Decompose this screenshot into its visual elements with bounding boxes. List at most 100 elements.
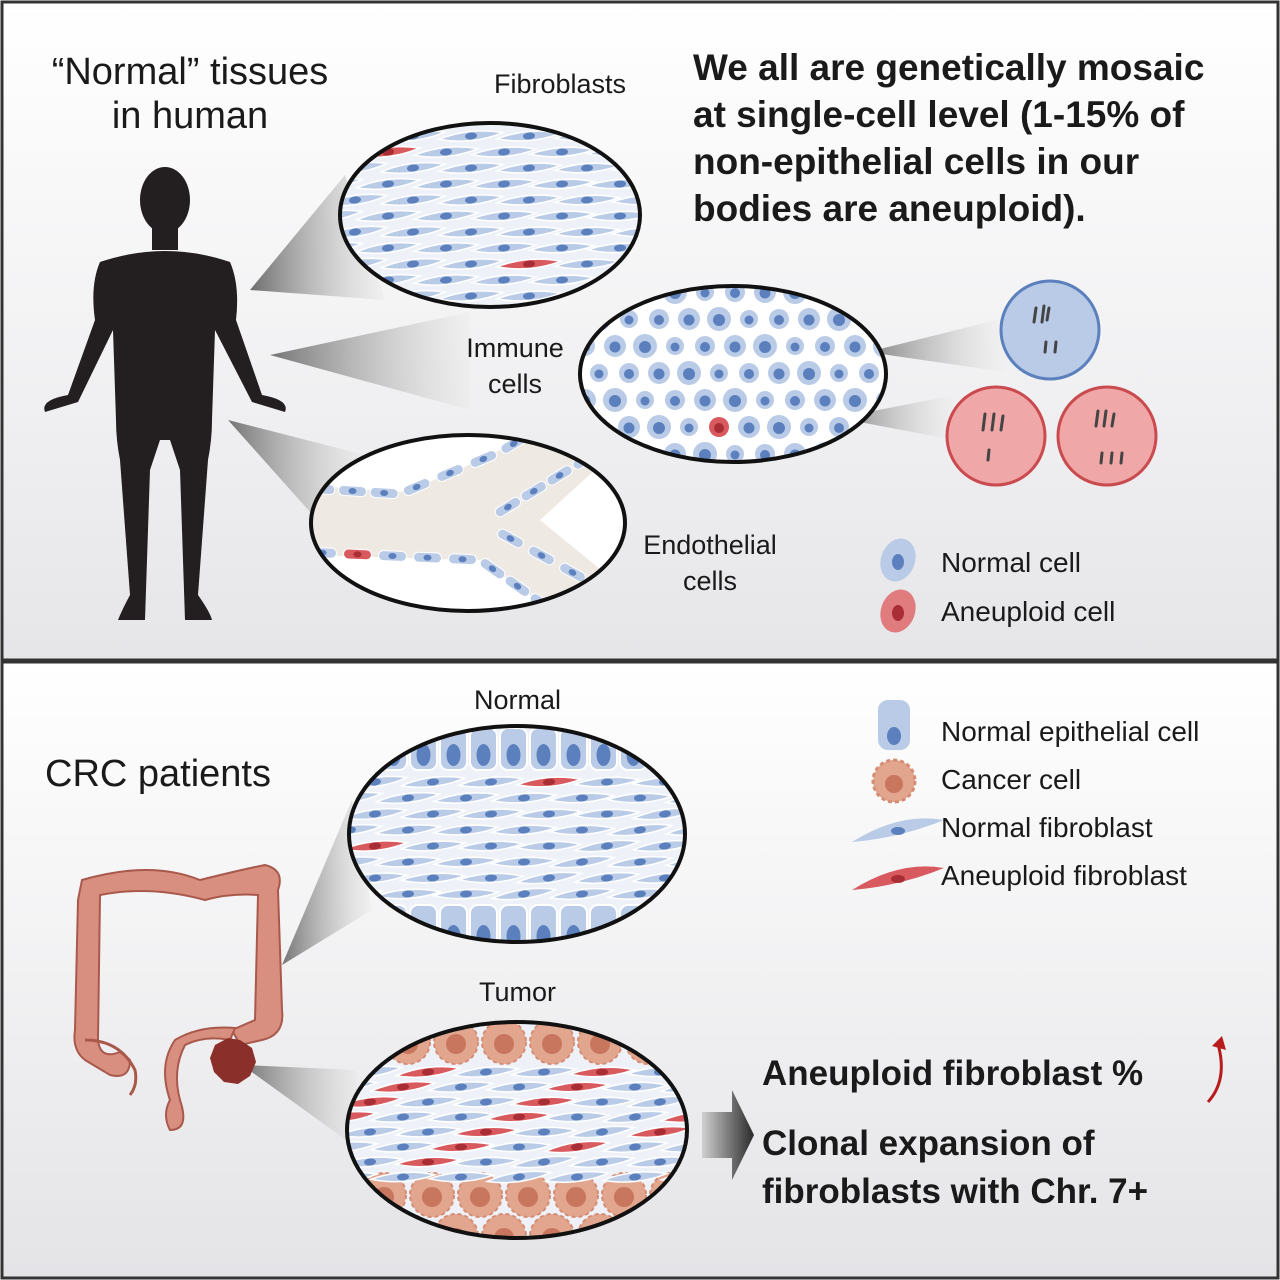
immune-cell [753, 334, 777, 358]
immune-cell [647, 415, 671, 439]
aneuploid-fibroblast [451, 1126, 521, 1138]
normal-fibroblast [585, 210, 640, 222]
endothelial-cell [469, 450, 498, 468]
normal-fibroblast [658, 1141, 687, 1153]
normal-fibroblast [431, 824, 501, 836]
normal-fibroblast [431, 888, 501, 900]
endothelial-cell [494, 496, 522, 518]
cone-colon-tumor [242, 1065, 360, 1150]
normal-fibroblast [436, 162, 506, 174]
normal-fibroblast [469, 178, 539, 190]
immune-cell [666, 337, 684, 355]
immune-cell [603, 388, 627, 412]
normal-fibroblast [411, 242, 481, 254]
normal-fibroblast [456, 808, 526, 820]
normal-fibroblast [527, 146, 597, 158]
normal-fibroblast [349, 807, 410, 821]
normal-fibroblast [436, 130, 506, 142]
normal-fibroblast [484, 1170, 554, 1184]
immune-cell [590, 364, 608, 382]
result-arrow-icon [702, 1090, 754, 1180]
finding-clonal-expansion-2: fibroblasts with Chr. 7+ [762, 1172, 1149, 1211]
normal-fibroblast [347, 1126, 405, 1138]
normal-fibroblast [514, 808, 584, 820]
headline: We all are genetically mosaic at single-… [693, 44, 1204, 232]
epithelial-cell [559, 727, 588, 771]
immune-cell [843, 388, 867, 412]
normal-fibroblast [489, 856, 559, 868]
normal-fibroblast [514, 871, 584, 885]
tumor-icon [210, 1038, 256, 1084]
aneuploid-fibroblast [567, 1066, 637, 1078]
aneuploid-fibroblast [347, 1095, 405, 1109]
normal-fibroblast [426, 1171, 496, 1183]
aneuploid-fibroblast [484, 1111, 554, 1123]
legend-aneuploid-cell-icon [880, 589, 916, 633]
immune-cell [723, 388, 747, 412]
tumor-circle [345, 1020, 689, 1240]
normal-fibroblast [494, 162, 564, 174]
aneuploid-fibroblast [509, 1096, 579, 1108]
aneuploid-fibroblast [426, 1141, 496, 1153]
normal-fibroblast [484, 1141, 554, 1153]
normal-fibroblast [600, 1110, 670, 1124]
colon-icon [73, 863, 284, 1132]
immune-cell [680, 418, 698, 436]
headline-line-1: We all are genetically mosaic [693, 47, 1205, 88]
label-endothelial-cells: Endothelial cells [630, 527, 790, 599]
normal-fibroblast [527, 242, 597, 254]
top-title-line-2: in human [111, 95, 269, 137]
cancer-cell [553, 1172, 599, 1218]
immune-cell [739, 363, 759, 383]
label-immune-cells: Immune cells [450, 330, 580, 402]
normal-fibroblast [489, 792, 559, 804]
immune-cell [726, 445, 744, 462]
normal-fibroblast [456, 872, 526, 884]
normal-fibroblast [547, 887, 617, 901]
epithelial-cell [469, 727, 498, 771]
legend-cancer-cell: Cancer cell [941, 764, 1082, 795]
headline-line-2: at single-cell level (1-15% of [693, 94, 1185, 135]
legend-normal-fibroblast: Normal fibroblast [941, 812, 1153, 843]
immune-cell [665, 390, 685, 410]
aneuploid-fibroblast [393, 1156, 463, 1168]
normal-fibroblast [625, 1156, 687, 1168]
immune-cell [649, 309, 669, 329]
normal-colon-circle [347, 724, 687, 944]
normal-fibroblast [489, 887, 559, 901]
endothelial-cell [402, 478, 431, 496]
immune-cell [859, 363, 879, 383]
aneuploid-fibroblast [514, 776, 584, 788]
normal-fibroblast [378, 225, 448, 239]
fibroblast-circle [338, 121, 642, 309]
normal-fibroblast [398, 775, 468, 789]
normal-fibroblast [393, 1126, 463, 1138]
legend-normal-cell: Normal cell [941, 547, 1082, 578]
normal-fibroblast [600, 1171, 670, 1183]
normal-fibroblast [411, 274, 481, 286]
normal-fibroblast [353, 241, 423, 255]
normal-fibroblast [567, 1096, 637, 1108]
normal-fibroblast [547, 792, 617, 804]
normal-fibroblast [456, 840, 526, 852]
normal-fibroblast [509, 1155, 579, 1169]
finding-clonal-expansion-1: Clonal expansion of [762, 1124, 1095, 1163]
endothelial-cell [338, 484, 367, 498]
normal-fibroblast [572, 808, 642, 820]
cancer-cell [457, 1172, 503, 1218]
endothelial-cell [378, 550, 407, 562]
legend-epithelial-icon [878, 700, 910, 750]
endothelial-cell [448, 553, 477, 566]
label-fibroblasts: Fibroblasts [493, 69, 627, 99]
immune-cell [695, 336, 715, 356]
normal-fibroblast [469, 146, 539, 158]
normal-fibroblast [378, 257, 448, 271]
normal-fibroblast [567, 1155, 637, 1169]
normal-fibroblast [431, 792, 501, 804]
normal-fibroblast [494, 226, 564, 238]
immune-cell [844, 335, 866, 357]
immune-cell [648, 362, 670, 384]
normal-fibroblast [552, 194, 622, 206]
legend-aneuploid-fibroblast: Aneuploid fibroblast [941, 860, 1187, 891]
cone-normal-cell [868, 318, 1005, 372]
